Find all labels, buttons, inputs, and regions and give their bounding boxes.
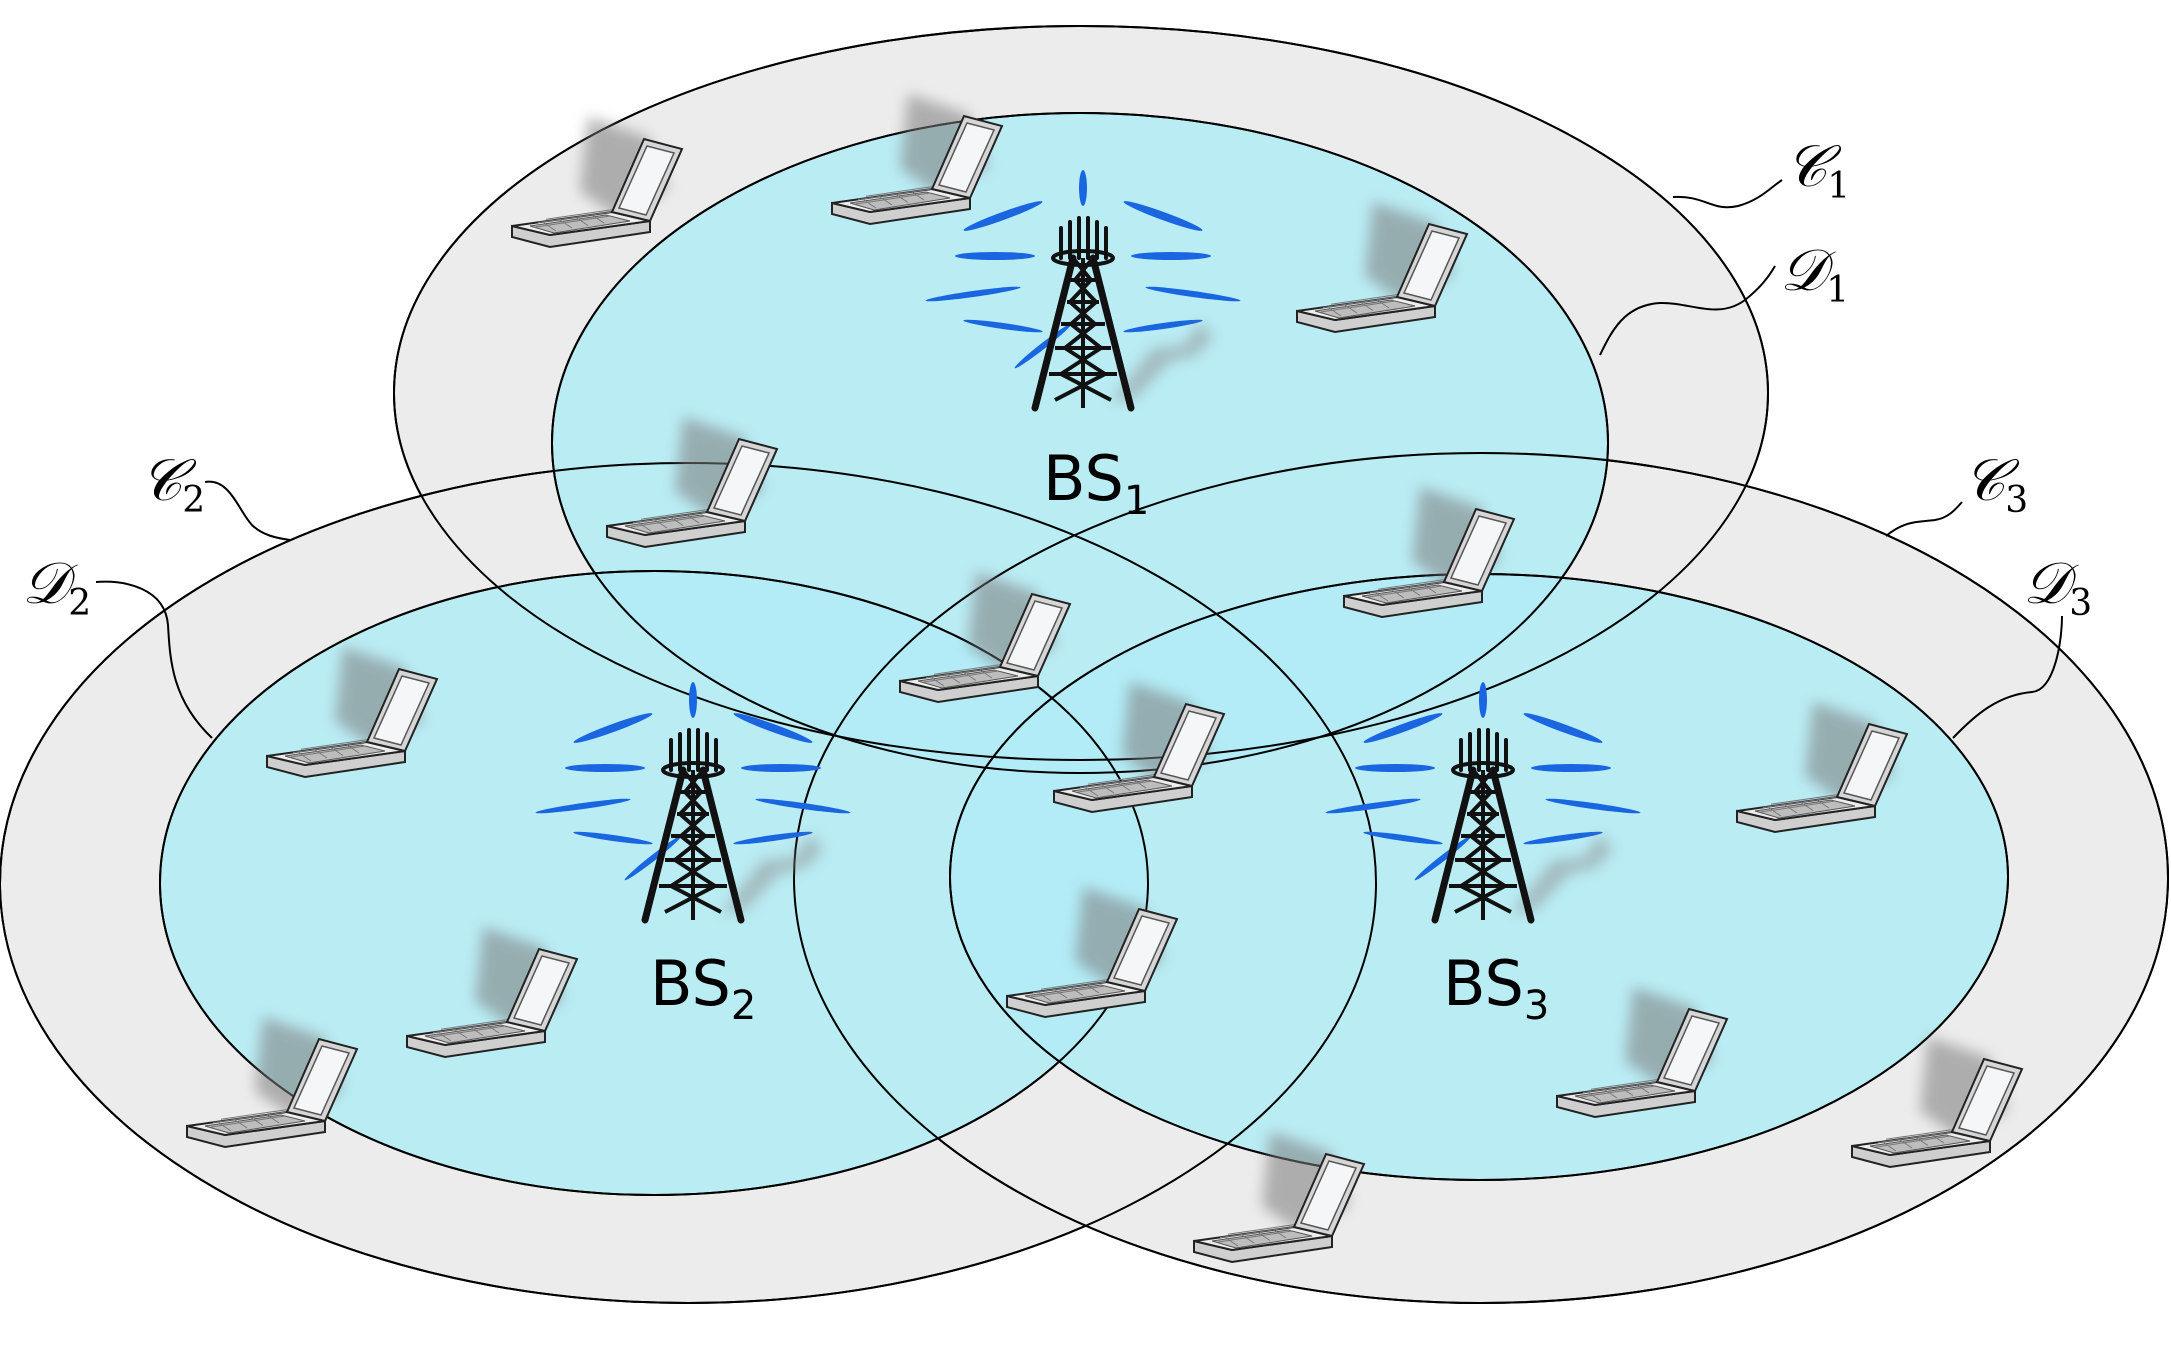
- bs1-label: BS1: [1043, 442, 1149, 524]
- c2-label: 𝒞2: [140, 446, 205, 521]
- c3-label: 𝒞3: [1963, 446, 2028, 521]
- d2-label: 𝒟2: [22, 549, 91, 624]
- label-leaders: [95, 179, 2063, 739]
- d3-label: 𝒟3: [2023, 549, 2092, 624]
- bs3-label: BS3: [1443, 947, 1549, 1029]
- region-d3-ellipse: [949, 573, 2009, 1181]
- bs2-label: BS2: [650, 947, 756, 1029]
- d1-label: 𝒟1: [1780, 236, 1849, 311]
- c1-label: 𝒞1: [1785, 132, 1850, 207]
